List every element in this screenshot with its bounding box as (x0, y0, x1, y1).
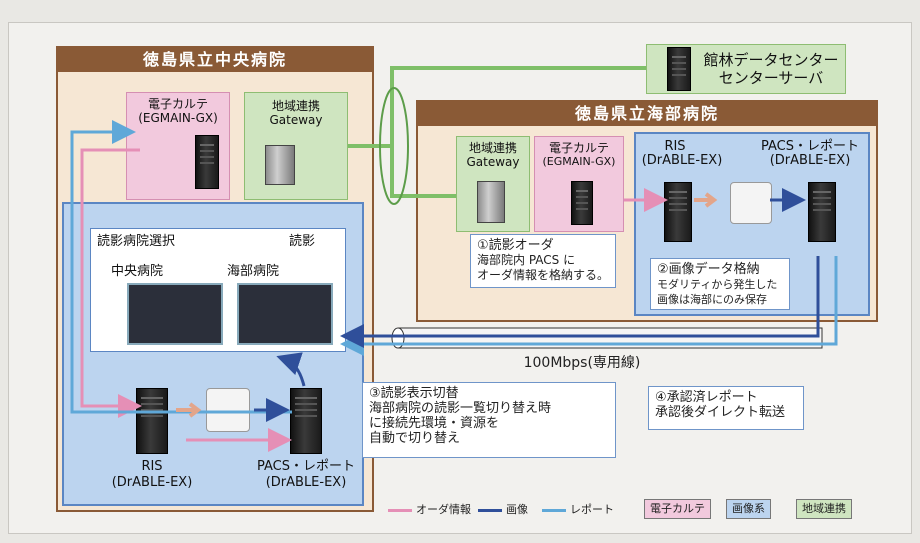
note-order: ①読影オーダ 海部院内 PACS に オーダ情報を格納する。 (470, 234, 616, 288)
tab-central-hospital[interactable]: 中央病院 (111, 264, 164, 279)
central-ehr-label: 電子カルテ (147, 97, 208, 111)
server-icon (664, 182, 692, 242)
arrow-icon (176, 402, 202, 418)
link-speed-label: 100Mbps(専用線) (523, 355, 641, 371)
gateway-icon (477, 181, 505, 223)
central-pacs-sublabel: (DrABLE-EX) (265, 475, 347, 490)
image-flow-reading (276, 352, 306, 387)
reading-label: 読影 (289, 234, 316, 249)
note-switch-line1: 海部病院の読影一覧切り替え時 (369, 401, 552, 416)
server-icon (808, 182, 836, 242)
note-display-switch: ③読影表示切替 海部病院の読影一覧切り替え時 に接続先環境・資源を 自動で切り替… (362, 382, 616, 458)
server-icon (571, 181, 593, 225)
central-ehr-box: 電子カルテ (EGMAIN-GX) (126, 92, 230, 200)
network-link-kaifu (390, 146, 456, 198)
kaifu-pacs-label: PACS・レポート (760, 139, 859, 154)
legend-order-line (388, 509, 412, 512)
kaifu-imaging-zone: RIS (DrABLE-EX) PACS・レポート (DrABLE-EX) (634, 132, 870, 316)
central-gateway-label: 地域連携 (271, 99, 320, 113)
central-pacs-label: PACS・レポート (256, 459, 355, 474)
legend-regional: 地域連携 (796, 499, 852, 519)
datacenter-box: 館林データセンター センターサーバ (646, 44, 846, 94)
central-ris-label: RIS (141, 459, 163, 474)
kaifu-gateway-sublabel: Gateway (466, 155, 520, 169)
reading-select-label: 読影病院選択 (97, 234, 176, 249)
ct-scanner-icon (206, 388, 250, 432)
note-order-line2: オーダ情報を格納する。 (477, 268, 610, 282)
note-image-line1: モダリティから発生した (657, 278, 778, 291)
kaifu-ris-sublabel: (DrABLE-EX) (641, 153, 723, 168)
central-gateway-sublabel: Gateway (269, 113, 323, 127)
server-icon (667, 47, 691, 91)
legend-imaging: 画像系 (726, 499, 771, 519)
datacenter-label: 館林データセンター (703, 51, 839, 69)
note-switch-line2: に接続先環境・資源を (369, 416, 500, 431)
report-flow-kaifu (340, 256, 838, 356)
note-switch-title: ③読影表示切替 (369, 386, 459, 401)
report-flow-line (70, 120, 292, 414)
kaifu-gateway-label: 地域連携 (468, 141, 517, 155)
note-order-title: ①読影オーダ (477, 238, 554, 253)
note-image-storage: ②画像データ格納 モダリティから発生した 画像は海部にのみ保存 (650, 258, 790, 310)
legend: オーダ情報 画像 レポート 電子カルテ 画像系 地域連携 (388, 499, 898, 521)
kaifu-pacs-sublabel: (DrABLE-EX) (769, 153, 851, 168)
gateway-icon (265, 145, 295, 185)
kaifu-ehr-sublabel: (EGMAIN-GX) (542, 155, 616, 168)
legend-ehr: 電子カルテ (644, 499, 711, 519)
legend-order-label: オーダ情報 (416, 503, 471, 516)
order-flow-line (80, 148, 142, 418)
network-hub-icon (379, 87, 409, 205)
legend-image-line (478, 509, 502, 512)
kaifu-ris-label: RIS (664, 139, 686, 154)
legend-report-line (542, 509, 566, 512)
kaifu-hospital-title: 徳島県立海部病院 (418, 102, 876, 126)
kaifu-gateway-box: 地域連携 Gateway (456, 136, 530, 232)
ct-scanner-icon (730, 182, 772, 224)
reading-panel: 読影病院選択 読影 中央病院 海部病院 (90, 228, 346, 352)
central-ris-sublabel: (DrABLE-EX) (111, 475, 193, 490)
note-report-title: ④承認済レポート (655, 390, 758, 405)
datacenter-sublabel: センターサーバ (718, 69, 824, 87)
note-report-line1: 承認後ダイレクト転送 (655, 405, 786, 420)
tab-kaifu-hospital[interactable]: 海部病院 (227, 264, 280, 279)
note-order-line1: 海部院内 PACS に (477, 253, 576, 267)
legend-report-label: レポート (570, 503, 614, 516)
arrow-icon (694, 192, 718, 208)
central-ehr-sublabel: (EGMAIN-GX) (138, 111, 218, 125)
monitor-screen-icon (127, 283, 223, 345)
server-icon (290, 388, 322, 454)
central-gateway-box: 地域連携 Gateway (244, 92, 348, 200)
note-image-line2: 画像は海部にのみ保存 (657, 293, 767, 306)
central-hospital-title: 徳島県立中央病院 (58, 48, 372, 72)
server-icon (195, 135, 219, 189)
kaifu-ehr-box: 電子カルテ (EGMAIN-GX) (534, 136, 624, 232)
kaifu-ehr-label: 電子カルテ (548, 141, 609, 155)
network-link-datacenter (348, 66, 646, 148)
monitor-screen-icon (237, 283, 333, 345)
legend-image-label: 画像 (506, 503, 528, 516)
note-image-title: ②画像データ格納 (657, 262, 760, 277)
image-flow-line (340, 256, 820, 348)
note-approved-report: ④承認済レポート 承認後ダイレクト転送 (648, 386, 804, 430)
note-switch-line3: 自動で切り替え (369, 431, 461, 446)
